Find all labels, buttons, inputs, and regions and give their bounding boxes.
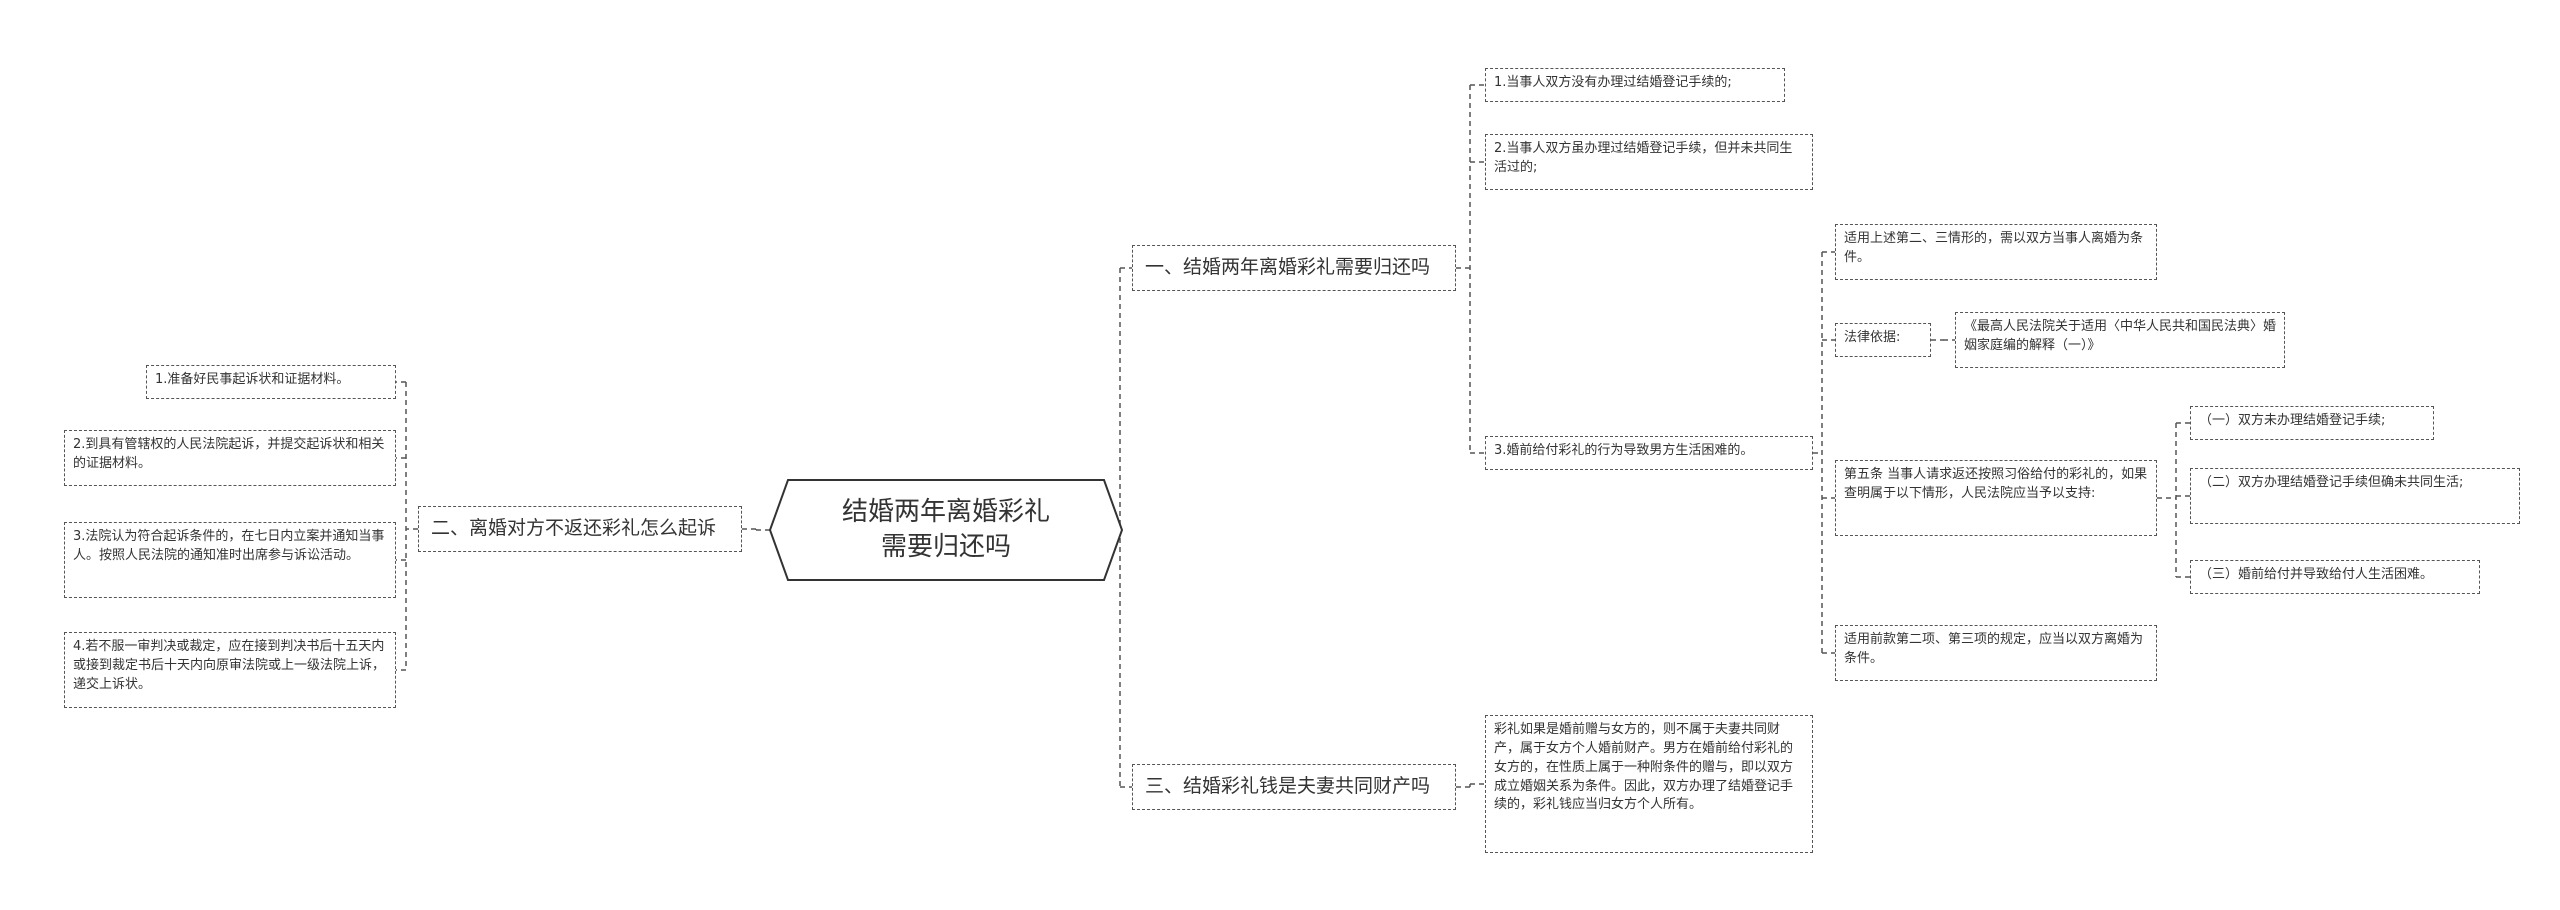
article-five-item-3-text: （三）婚前给付并导致给付人生活困难。: [2199, 567, 2434, 582]
branch-2-label: 二、离婚对方不返还彩礼怎么起诉: [431, 517, 717, 540]
branch-3-item-1-text: 彩礼如果是婚前赠与女方的，则不属于夫妻共同财产，属于女方个人婚前财产。男方在婚前…: [1494, 722, 1794, 813]
legal-basis-label[interactable]: 法律依据:: [1835, 323, 1931, 357]
condition-note-text: 适用上述第二、三情形的，需以双方当事人离婚为条件。: [1844, 231, 2144, 265]
legal-basis-source-text: 《最高人民法院关于适用〈中华人民共和国民法典〉婚姻家庭编的解释（一）》: [1964, 319, 2277, 353]
branch-1-item-3-text: 3.婚前给付彩礼的行为导致男方生活困难的。: [1494, 443, 1754, 458]
condition-note[interactable]: 适用上述第二、三情形的，需以双方当事人离婚为条件。: [1835, 224, 2157, 280]
branch-2-item-3[interactable]: 3.法院认为符合起诉条件的，在七日内立案并通知当事人。按照人民法院的通知准时出席…: [64, 522, 396, 598]
branch-1[interactable]: 一、结婚两年离婚彩礼需要归还吗: [1132, 245, 1456, 291]
branch-2-item-2-text: 2.到具有管辖权的人民法院起诉，并提交起诉状和相关的证据材料。: [73, 437, 385, 471]
branch-2-item-1-text: 1.准备好民事起诉状和证据材料。: [155, 372, 350, 387]
branch-1-item-1-text: 1.当事人双方没有办理过结婚登记手续的;: [1494, 75, 1732, 90]
root-topic[interactable]: 结婚两年离婚彩礼需要归还吗: [790, 482, 1102, 578]
branch-3-item-1[interactable]: 彩礼如果是婚前赠与女方的，则不属于夫妻共同财产，属于女方个人婚前财产。男方在婚前…: [1485, 715, 1813, 853]
branch-2-item-4[interactable]: 4.若不服一审判决或裁定，应在接到判决书后十五天内或接到裁定书后十天内向原审法院…: [64, 632, 396, 708]
branch-1-item-2-text: 2.当事人双方虽办理过结婚登记手续，但并未共同生活过的;: [1494, 141, 1793, 175]
divorce-condition-note-text: 适用前款第二项、第三项的规定，应当以双方离婚为条件。: [1844, 632, 2144, 666]
branch-3-label: 三、结婚彩礼钱是夫妻共同财产吗: [1145, 775, 1431, 798]
branch-3[interactable]: 三、结婚彩礼钱是夫妻共同财产吗: [1132, 764, 1456, 810]
root-title: 结婚两年离婚彩礼需要归还吗: [841, 496, 1050, 562]
divorce-condition-note[interactable]: 适用前款第二项、第三项的规定，应当以双方离婚为条件。: [1835, 625, 2157, 681]
article-five-item-3[interactable]: （三）婚前给付并导致给付人生活困难。: [2190, 560, 2480, 594]
article-five-item-1[interactable]: （一）双方未办理结婚登记手续;: [2190, 406, 2434, 440]
article-five-item-2-text: （二）双方办理结婚登记手续但确未共同生活;: [2199, 475, 2464, 490]
branch-2-item-2[interactable]: 2.到具有管辖权的人民法院起诉，并提交起诉状和相关的证据材料。: [64, 430, 396, 486]
branch-2-item-1[interactable]: 1.准备好民事起诉状和证据材料。: [146, 365, 396, 399]
legal-basis-label-text: 法律依据:: [1844, 330, 1901, 345]
branch-2[interactable]: 二、离婚对方不返还彩礼怎么起诉: [418, 506, 742, 552]
branch-2-item-4-text: 4.若不服一审判决或裁定，应在接到判决书后十五天内或接到裁定书后十天内向原审法院…: [73, 639, 386, 692]
branch-2-item-3-text: 3.法院认为符合起诉条件的，在七日内立案并通知当事人。按照人民法院的通知准时出席…: [73, 529, 385, 563]
legal-basis-source[interactable]: 《最高人民法院关于适用〈中华人民共和国民法典〉婚姻家庭编的解释（一）》: [1955, 312, 2285, 368]
article-five-item-2[interactable]: （二）双方办理结婚登记手续但确未共同生活;: [2190, 468, 2520, 524]
branch-1-label: 一、结婚两年离婚彩礼需要归还吗: [1145, 256, 1431, 279]
branch-1-item-2[interactable]: 2.当事人双方虽办理过结婚登记手续，但并未共同生活过的;: [1485, 134, 1813, 190]
article-five[interactable]: 第五条 当事人请求返还按照习俗给付的彩礼的，如果查明属于以下情形，人民法院应当予…: [1835, 460, 2157, 536]
article-five-text: 第五条 当事人请求返还按照习俗给付的彩礼的，如果查明属于以下情形，人民法院应当予…: [1844, 467, 2148, 501]
article-five-item-1-text: （一）双方未办理结婚登记手续;: [2199, 413, 2386, 428]
branch-1-item-1[interactable]: 1.当事人双方没有办理过结婚登记手续的;: [1485, 68, 1785, 102]
branch-1-item-3[interactable]: 3.婚前给付彩礼的行为导致男方生活困难的。: [1485, 436, 1813, 470]
